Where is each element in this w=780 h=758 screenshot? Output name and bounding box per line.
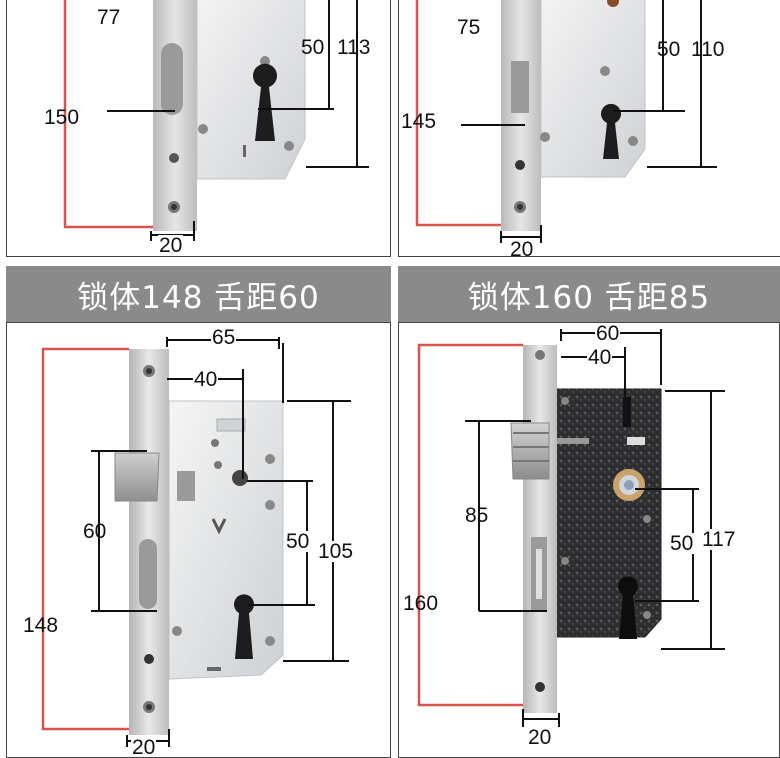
dimension-label: 105 xyxy=(317,540,355,563)
lock-diagram-top-right: 75 50 110 145 20 xyxy=(398,0,780,257)
dimension-label: 110 xyxy=(691,38,725,61)
dimension-label: 85 xyxy=(465,504,489,527)
dimension-label: 60 xyxy=(83,520,107,543)
spec-title-text: 锁体160 舌距85 xyxy=(467,279,711,316)
dimension-label: 150 xyxy=(44,106,80,129)
lock-diagram-top-left: 77 50 113 150 20 xyxy=(6,0,391,257)
dimension-label: 113 xyxy=(337,36,371,59)
dimension-label: 50 xyxy=(657,38,681,61)
dimension-label: 50 xyxy=(301,36,325,59)
dimension-label: 50 xyxy=(669,532,695,555)
lock-illustration-top-right xyxy=(415,0,717,243)
dimension-label: 40 xyxy=(193,368,219,391)
dimension-label: 60 xyxy=(595,322,621,345)
dimension-label: 20 xyxy=(131,736,157,758)
lock-illustration-top-left xyxy=(63,0,369,241)
dimension-label: 148 xyxy=(23,614,59,637)
dimension-label: 20 xyxy=(158,234,184,257)
dimension-label: 145 xyxy=(401,110,437,133)
lock-illustration-bottom-left xyxy=(41,337,351,747)
spec-title-text: 锁体148 舌距60 xyxy=(77,279,320,316)
spec-title-right: 锁体160 舌距85 xyxy=(398,266,780,322)
dimension-label: 117 xyxy=(701,528,737,551)
dimension-label: 40 xyxy=(587,346,613,369)
dimension-label: 75 xyxy=(457,16,481,39)
dimension-label: 65 xyxy=(211,326,237,349)
dimension-label: 20 xyxy=(509,239,535,256)
spec-title-left: 锁体148 舌距60 xyxy=(6,266,391,322)
dimension-label: 20 xyxy=(527,726,553,749)
dimension-label: 50 xyxy=(285,530,311,553)
lock-illustration-bottom-right xyxy=(417,329,725,727)
dimension-label: 77 xyxy=(97,6,121,29)
lock-diagram-bottom-right: 60 40 85 50 117 160 20 xyxy=(398,322,780,758)
dimension-label: 160 xyxy=(403,592,439,615)
lock-diagram-bottom-left: 65 40 60 50 105 148 20 xyxy=(6,322,391,758)
